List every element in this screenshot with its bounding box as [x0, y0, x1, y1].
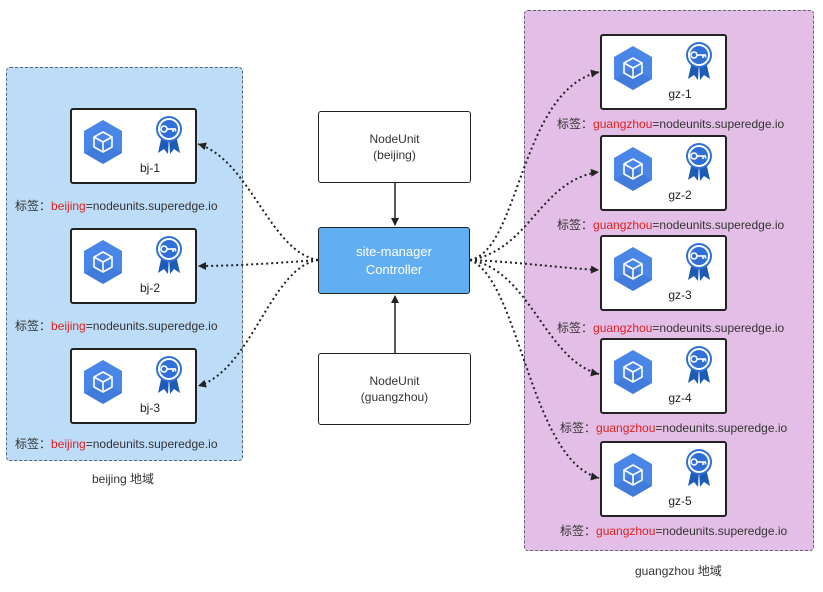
node-name: gz-5 [668, 494, 692, 508]
kubernetes-hex-icon [612, 452, 654, 498]
label-suffix: =nodeunits.superedge.io [652, 117, 785, 131]
label-key: beijing [51, 319, 86, 333]
edge-controller-to-gz-5-arrow [590, 472, 599, 481]
edge-controller-to-gz-1 [469, 71, 600, 261]
guangzhou-node-5: gz-5 [600, 441, 727, 517]
certificate-badge-icon [684, 345, 714, 385]
label-key: guangzhou [593, 321, 653, 335]
kubernetes-hex-icon [82, 359, 124, 405]
beijing-region-label: beijing 地域 [92, 472, 155, 486]
certificate-badge-icon [154, 235, 184, 275]
edge-controller-to-gz-3-arrow [590, 265, 599, 274]
label-suffix: =nodeunits.superedge.io [85, 437, 218, 451]
nodeunit-guangzhou-subtitle: (guangzhou) [360, 390, 429, 404]
certificate-badge-icon [684, 142, 714, 182]
guangzhou-node-1-label: 标签：guangzhou=nodeunits.superedge.io [557, 115, 784, 132]
kubernetes-hex-icon [612, 246, 654, 292]
certificate-badge-icon [154, 355, 184, 395]
beijing-node-2: bj-2 [70, 228, 197, 304]
label-prefix: 标签： [557, 218, 594, 232]
kubernetes-hex-icon [82, 119, 124, 165]
edge-controller-to-gz-2 [469, 171, 600, 261]
label-suffix: =nodeunits.superedge.io [655, 524, 788, 538]
label-key: guangzhou [593, 218, 653, 232]
label-suffix: =nodeunits.superedge.io [655, 421, 788, 435]
label-suffix: =nodeunits.superedge.io [652, 218, 785, 232]
nodeunit-guangzhou-box: NodeUnit (guangzhou) [318, 353, 471, 425]
nodeunit-beijing-subtitle: (beijing) [373, 148, 416, 162]
beijing-node-1-label: 标签：beijing=nodeunits.superedge.io [15, 197, 218, 214]
node-name: gz-2 [668, 188, 692, 202]
edge-controller-to-bj-1 [197, 143, 319, 261]
label-key: guangzhou [596, 421, 656, 435]
kubernetes-hex-icon [612, 349, 654, 395]
node-name: bj-2 [139, 281, 160, 295]
label-suffix: =nodeunits.superedge.io [85, 199, 218, 213]
guangzhou-node-3-label: 标签：guangzhou=nodeunits.superedge.io [557, 319, 784, 336]
label-prefix: 标签： [15, 199, 52, 213]
guangzhou-node-2-label: 标签：guangzhou=nodeunits.superedge.io [557, 216, 784, 233]
label-prefix: 标签： [560, 421, 597, 435]
guangzhou-node-4-label: 标签：guangzhou=nodeunits.superedge.io [560, 419, 787, 436]
label-suffix: =nodeunits.superedge.io [85, 319, 218, 333]
edge-controller-to-bj-3-arrow [198, 379, 207, 388]
edge-controller-to-gz-1-arrow [590, 69, 599, 78]
label-prefix: 标签： [557, 321, 594, 335]
guangzhou-node-5-label: 标签：guangzhou=nodeunits.superedge.io [560, 522, 787, 539]
certificate-badge-icon [684, 242, 714, 282]
nodeunit-guangzhou-title: NodeUnit [369, 374, 420, 388]
beijing-node-1: bj-1 [70, 108, 197, 184]
beijing-node-3-label: 标签：beijing=nodeunits.superedge.io [15, 435, 218, 452]
controller-title: site-manager [356, 243, 432, 259]
label-prefix: 标签： [15, 437, 52, 451]
edge-controller-to-bj-2 [197, 259, 319, 267]
edge-controller-to-bj-2-arrow [198, 262, 206, 270]
label-key: guangzhou [593, 117, 653, 131]
kubernetes-hex-icon [612, 45, 654, 91]
controller-subtitle: Controller [365, 261, 423, 277]
label-prefix: 标签： [15, 319, 52, 333]
label-prefix: 标签： [560, 524, 597, 538]
guangzhou-region-label: guangzhou 地域 [635, 564, 722, 578]
guangzhou-node-3: gz-3 [600, 235, 727, 311]
guangzhou-node-2: gz-2 [600, 135, 727, 211]
beijing-node-2-label: 标签：beijing=nodeunits.superedge.io [15, 317, 218, 334]
node-name: bj-3 [139, 401, 160, 415]
guangzhou-node-4: gz-4 [600, 338, 727, 414]
nodeunit-beijing-box: NodeUnit (beijing) [318, 111, 471, 183]
edge-controller-to-gz-4 [469, 259, 600, 375]
beijing-node-3: bj-3 [70, 348, 197, 424]
edge-controller-to-gz-5 [469, 259, 600, 479]
nodeunit-beijing-title: NodeUnit [369, 132, 420, 146]
label-suffix: =nodeunits.superedge.io [652, 321, 785, 335]
node-name: gz-3 [668, 288, 692, 302]
kubernetes-hex-icon [82, 239, 124, 285]
certificate-badge-icon [154, 115, 184, 155]
edge-controller-to-bj-1-arrow [198, 142, 207, 151]
edge-controller-to-bj-3 [197, 259, 319, 387]
guangzhou-node-1: gz-1 [600, 34, 727, 110]
certificate-badge-icon [684, 448, 714, 488]
label-prefix: 标签： [557, 117, 594, 131]
edge-controller-to-gz-2-arrow [590, 168, 599, 177]
node-name: gz-1 [668, 87, 692, 101]
kubernetes-hex-icon [612, 146, 654, 192]
label-key: beijing [51, 437, 86, 451]
edge-controller-to-gz-3 [469, 259, 600, 271]
edge-controller-to-gz-4-arrow [590, 368, 599, 377]
site-manager-controller: site-manager Controller [318, 227, 470, 294]
node-name: gz-4 [668, 391, 692, 405]
certificate-badge-icon [684, 41, 714, 81]
label-key: beijing [51, 199, 86, 213]
label-key: guangzhou [596, 524, 656, 538]
node-name: bj-1 [139, 161, 160, 175]
